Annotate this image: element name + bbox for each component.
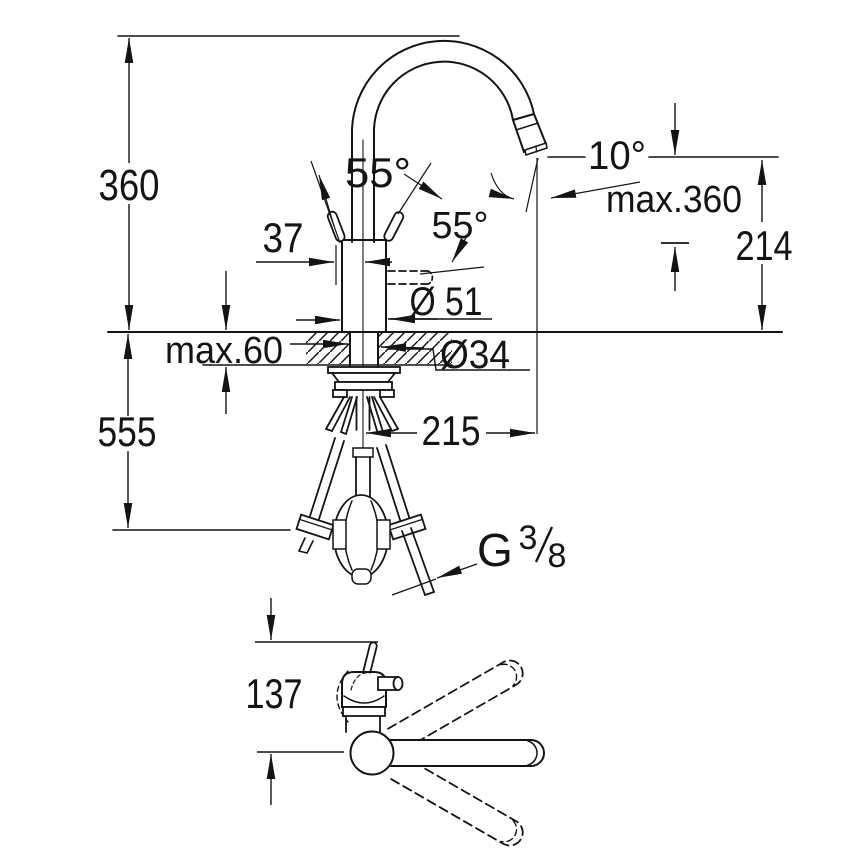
dim-137-label: 137 bbox=[246, 670, 303, 717]
dim-37-label: 37 bbox=[263, 214, 304, 261]
dim-max60-label: max.60 bbox=[165, 330, 283, 372]
dim-555-label: 555 bbox=[98, 408, 157, 455]
mounting-nut-right bbox=[379, 389, 395, 398]
weight-bottom-nub bbox=[351, 568, 372, 585]
dim-10deg-label: 10° bbox=[588, 134, 646, 178]
handle-side-position-hidden bbox=[387, 270, 434, 285]
connection-legs bbox=[325, 396, 399, 435]
counter-hatch bbox=[306, 333, 452, 364]
dim-max360-label: max.360 bbox=[606, 179, 742, 221]
dimension-annotations bbox=[123, 38, 767, 805]
plan-body-band bbox=[342, 706, 386, 717]
thread-fraction-slash bbox=[534, 526, 554, 563]
plan-handle-swivel-arc bbox=[336, 670, 349, 723]
dimension-labels: 360 555 55° 55° 37 10° max.360 214 Ø 51 … bbox=[98, 134, 793, 717]
plan-spout-cap-inner bbox=[527, 740, 538, 766]
plan-body-dome-curve bbox=[343, 695, 385, 704]
dim-55deg-right-label: 55° bbox=[432, 205, 489, 247]
thread-numerator-label: 3 bbox=[519, 519, 538, 557]
mounting-cone bbox=[330, 372, 397, 383]
spout-inner-arc bbox=[373, 60, 514, 243]
weight-clamp-right bbox=[376, 519, 391, 550]
plan-lever-base-arc bbox=[350, 672, 371, 691]
plan-view bbox=[336, 641, 545, 847]
dim-diameter34-label: Ø34 bbox=[440, 333, 510, 377]
thread-denominator-label: 8 bbox=[548, 537, 567, 575]
plan-spout-swivel-down bbox=[387, 753, 524, 847]
spout bbox=[351, 39, 548, 243]
spray-mousseur-divider bbox=[535, 145, 538, 153]
spout-outer-arc bbox=[351, 39, 535, 243]
pullout-hose-and-weight bbox=[332, 447, 391, 585]
plan-swivel-joint bbox=[349, 730, 395, 776]
hex-nut-right bbox=[387, 513, 427, 541]
spray-head-collar-line bbox=[515, 122, 539, 131]
undersink-assembly bbox=[295, 366, 435, 596]
plan-knob-cap bbox=[392, 676, 404, 691]
mounting-nut-left bbox=[332, 389, 348, 398]
stabilizer-plate bbox=[334, 381, 393, 391]
hex-nut-left bbox=[295, 513, 335, 541]
handle-lever-left-position bbox=[326, 210, 346, 243]
reference-lines bbox=[107, 35, 783, 531]
thread-g-label: G bbox=[477, 524, 513, 576]
dim-diameter51-label: Ø 51 bbox=[410, 280, 483, 324]
dim-214-label: 214 bbox=[736, 222, 793, 269]
supply-hose-left bbox=[295, 437, 345, 554]
plan-spout bbox=[372, 739, 545, 767]
dim-55deg-left-label: 55° bbox=[345, 149, 411, 196]
thread-spec-label: G 3 8 bbox=[477, 519, 566, 576]
weight-clamp-left bbox=[332, 519, 347, 550]
hose-collar bbox=[352, 447, 374, 458]
plan-spout-swivel-up bbox=[387, 659, 524, 753]
dim-215-label: 215 bbox=[422, 407, 481, 454]
dim-360-label: 360 bbox=[99, 161, 160, 210]
faucet-body bbox=[326, 139, 434, 458]
handle-lever-right-position bbox=[383, 211, 405, 242]
side-view bbox=[107, 35, 783, 596]
